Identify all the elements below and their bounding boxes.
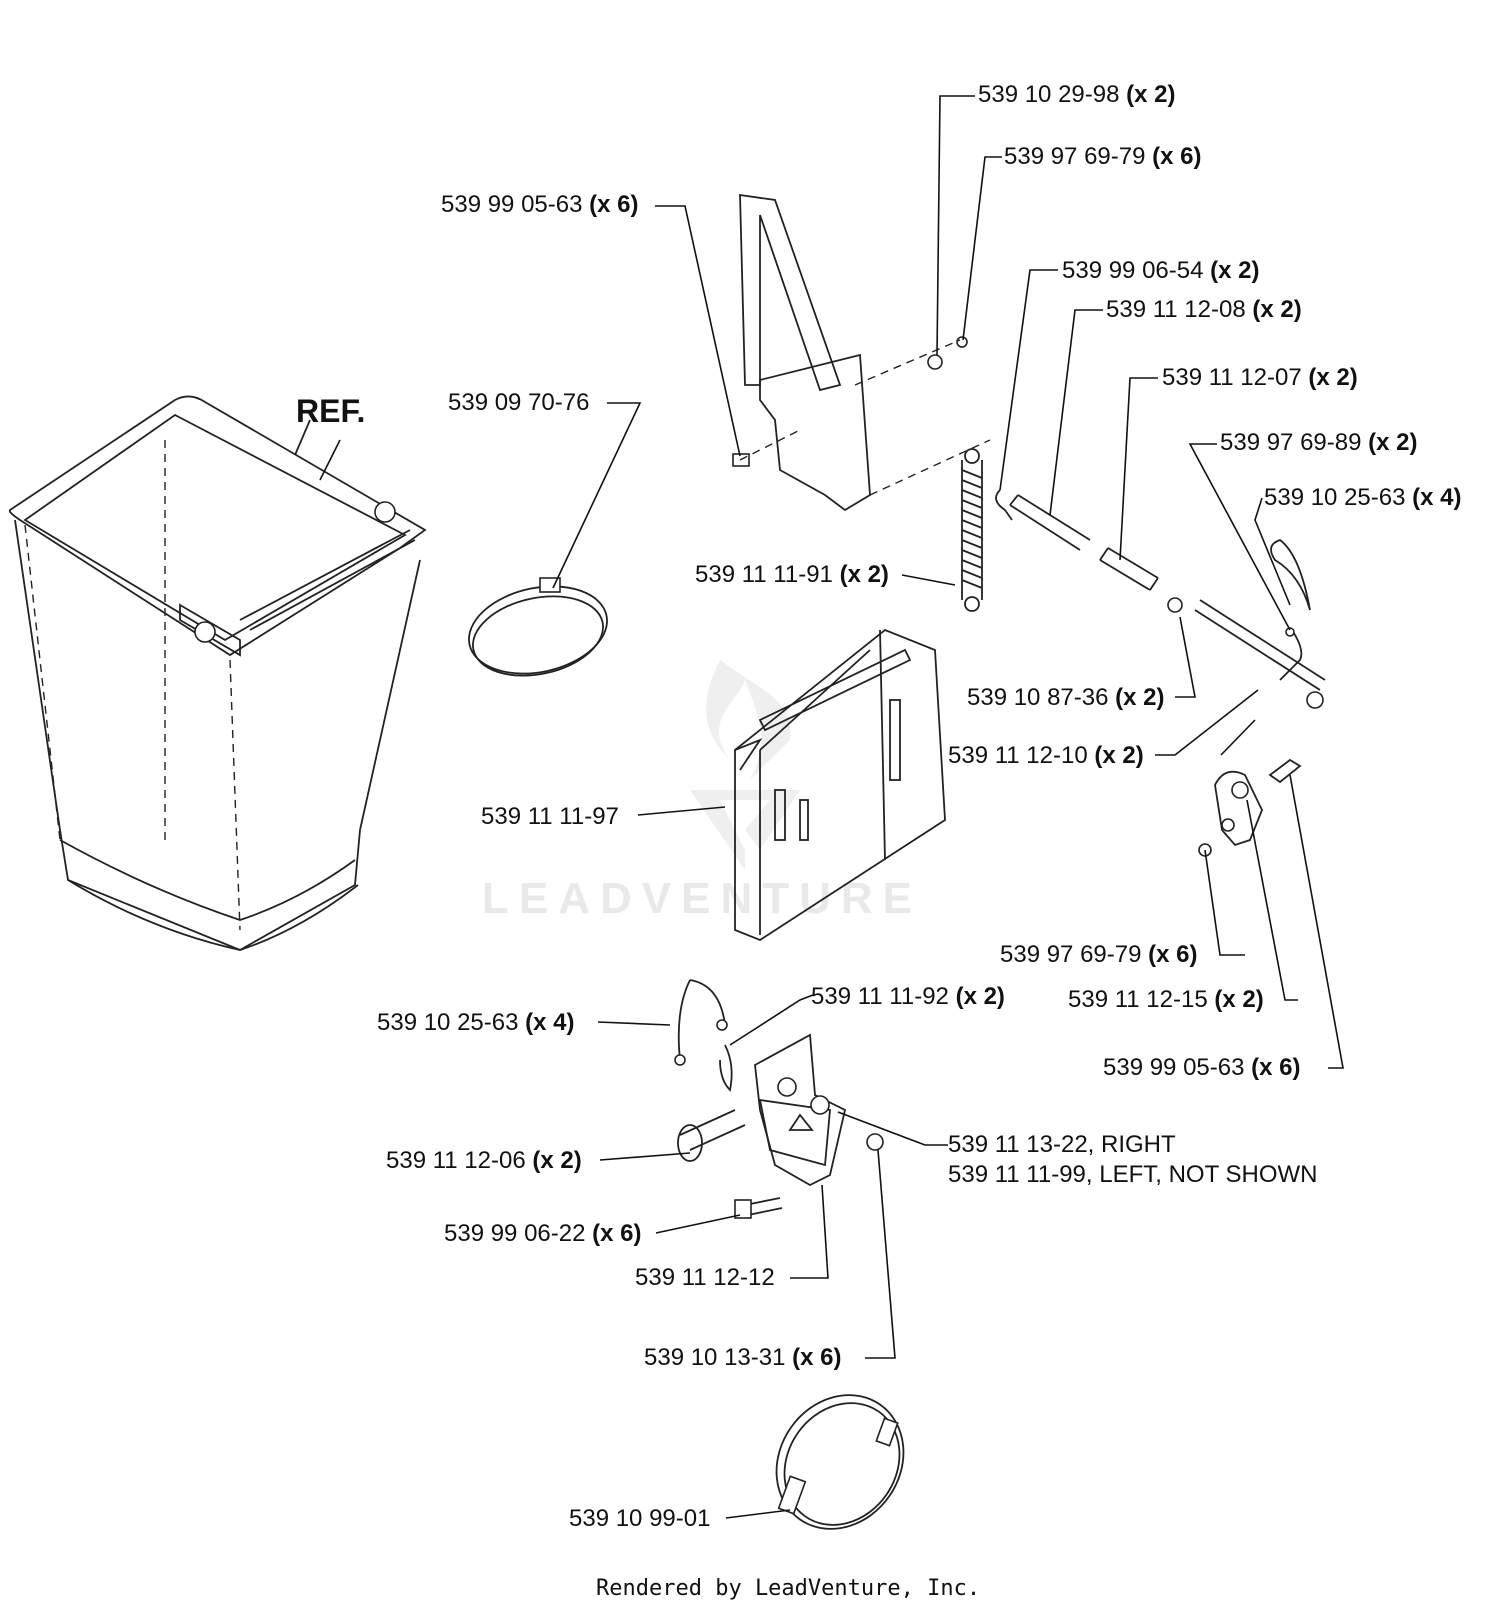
part-number: 539 97 69-79 [1004,143,1146,170]
callout-539-10-29-98: 539 10 29-98 (x 2) [978,81,1176,109]
part-number: 539 11 12-12 [635,1264,775,1291]
upper-bracket-illustration [732,193,991,512]
part-number: 539 11 12-06 [386,1147,526,1174]
part-number: 539 97 69-79 [1000,941,1142,968]
part-number: 539 11 12-07 [1162,364,1302,391]
watermark: LEADVENTURE [482,874,923,923]
part-quantity: (x 2) [1126,81,1176,108]
band-clamp-lower [775,1394,905,1530]
part-number: 539 97 69-89 [1220,429,1362,456]
part-number: 539 11 11-92 [811,983,949,1010]
callout-539-10-25-63-lower: 539 10 25-63 (x 4) [377,1009,575,1037]
part-quantity: (x 4) [525,1009,575,1036]
part-quantity: (x 6) [592,1220,642,1247]
callout-539-99-06-22: 539 99 06-22 (x 6) [444,1220,642,1248]
part-quantity: (x 2) [532,1147,582,1174]
band-clamp-upper [468,577,608,677]
callout-539-11-12-06: 539 11 12-06 (x 2) [386,1147,582,1175]
part-quantity: (x 6) [1251,1054,1301,1081]
part-quantity: (x 2) [1368,429,1418,456]
callout-539-10-25-63-top: 539 10 25-63 (x 4) [1264,484,1462,512]
part-number: 539 10 29-98 [978,81,1120,108]
part-number: 539 11 12-10 [948,742,1088,769]
leader-lines [319,95,1344,1519]
part-number: 539 99 06-54 [1062,257,1204,284]
part-quantity: (x 2) [1094,742,1144,769]
callout-539-11-11-91: 539 11 11-91 (x 2) [695,561,889,589]
callout-539-99-06-54: 539 99 06-54 (x 2) [1062,257,1260,285]
part-number: 539 99 05-63 [441,191,583,218]
part-number: 539 11 12-08 [1106,296,1246,323]
grass-bag-illustration [8,395,427,951]
part-quantity: (x 2) [1308,364,1358,391]
callout-539-99-05-63-lower: 539 99 05-63 (x 6) [1103,1054,1301,1082]
part-number: 539 11 11-91 [695,561,833,588]
footer-credit: Rendered by LeadVenture, Inc. [596,1576,981,1601]
callout-539-10-13-31: 539 10 13-31 (x 6) [644,1344,842,1372]
part-number: 539 09 70-76 [448,389,590,416]
callout-539-11-13-22: 539 11 13-22, RIGHT [948,1131,1176,1159]
callout-539-11-11-97: 539 11 11-97 [481,803,619,831]
spring-illustration [961,448,983,612]
callout-539-97-69-79-lower: 539 97 69-79 (x 6) [1000,941,1198,969]
ref-label: REF. [296,393,366,429]
part-quantity: (x 6) [1152,143,1202,170]
part-number: 539 10 25-63 [1264,484,1406,511]
callout-539-10-87-36: 539 10 87-36 (x 2) [967,684,1165,712]
part-number: 539 11 13-22, RIGHT [948,1131,1176,1158]
part-quantity: (x 2) [1214,986,1264,1013]
callout-539-10-99-01: 539 10 99-01 [569,1505,710,1533]
hitch-pin-clips-upper [1270,538,1311,681]
part-quantity: (x 2) [1115,684,1165,711]
part-number: 539 11 11-99, LEFT, NOT SHOWN [948,1161,1318,1188]
right-side-bracket [1198,691,1324,857]
part-number: 539 11 12-15 [1068,986,1208,1013]
callout-539-11-12-15: 539 11 12-15 (x 2) [1068,986,1264,1014]
pins-illustration [995,489,1326,691]
part-number: 539 99 06-22 [444,1220,586,1247]
lower-bracket-illustration [674,979,884,1219]
part-number: 539 99 05-63 [1103,1054,1245,1081]
part-number: 539 10 25-63 [377,1009,519,1036]
part-quantity: (x 2) [839,561,889,588]
callout-539-11-12-10: 539 11 12-10 (x 2) [948,742,1144,770]
part-quantity: (x 2) [1210,257,1260,284]
part-quantity: (x 6) [589,191,639,218]
callout-539-11-11-92: 539 11 11-92 (x 2) [811,983,1005,1011]
callout-539-11-12-08: 539 11 12-08 (x 2) [1106,296,1302,324]
part-number: 539 10 87-36 [967,684,1109,711]
callout-539-97-69-79-top: 539 97 69-79 (x 6) [1004,143,1202,171]
part-number: 539 10 13-31 [644,1344,786,1371]
callout-539-97-69-89: 539 97 69-89 (x 2) [1220,429,1418,457]
part-quantity: (x 6) [792,1344,842,1371]
watermark-logo [690,660,800,870]
callout-539-99-05-63-top: 539 99 05-63 (x 6) [441,191,639,219]
part-quantity: (x 2) [1252,296,1302,323]
callout-539-11-12-12: 539 11 12-12 [635,1264,775,1292]
part-quantity: (x 2) [955,983,1005,1010]
callout-539-11-12-07: 539 11 12-07 (x 2) [1162,364,1358,392]
part-number: 539 10 99-01 [569,1505,711,1532]
part-quantity: (x 6) [1148,941,1198,968]
part-quantity: (x 4) [1412,484,1462,511]
mounting-plate-illustration [734,628,946,942]
callout-539-11-11-99: 539 11 11-99, LEFT, NOT SHOWN [948,1161,1317,1189]
callout-539-09-70-76: 539 09 70-76 [448,389,589,417]
part-number: 539 11 11-97 [481,803,619,830]
